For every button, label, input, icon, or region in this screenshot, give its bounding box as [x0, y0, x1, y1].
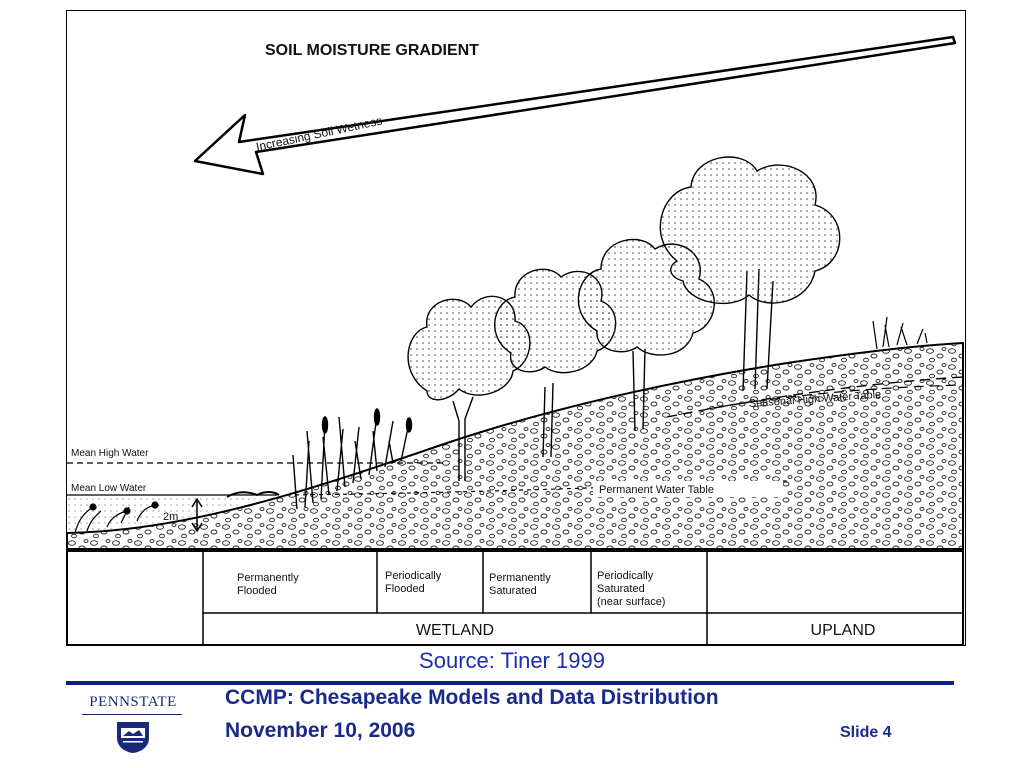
zone-periodically-saturated: Periodically Saturated (near surface) [597, 570, 665, 608]
logo-text: PENNSTATE [89, 694, 177, 710]
mean-low-water-label: Mean Low Water [71, 483, 147, 494]
soil-moisture-diagram: SOIL MOISTURE GRADIENT Increasing Soil W… [66, 10, 966, 646]
wetland-label: WETLAND [416, 622, 494, 639]
logo-divider [82, 714, 182, 715]
mean-high-water-label: Mean High Water [71, 448, 149, 459]
svg-text:(near surface): (near surface) [597, 596, 665, 608]
diagram-canvas: SOIL MOISTURE GRADIENT Increasing Soil W… [67, 35, 964, 645]
depth-label: 2m [163, 511, 178, 523]
footer-rule [66, 681, 954, 685]
figure-source: Source: Tiner 1999 [419, 648, 605, 673]
pennstate-logo: PENNSTATE [78, 688, 188, 758]
zone-permanently-saturated: Permanently Saturated [489, 572, 551, 597]
diagram-title: SOIL MOISTURE GRADIENT [265, 42, 479, 59]
svg-text:Flooded: Flooded [237, 585, 277, 597]
footer-title: CCMP: Chesapeake Models and Data Distrib… [225, 686, 719, 709]
upland-label: UPLAND [811, 622, 876, 639]
svg-text:Permanently: Permanently [489, 572, 551, 584]
wetness-gradient-arrow [193, 35, 957, 176]
permanent-water-table-label-bg [593, 481, 783, 497]
footer-date: November 10, 2006 [225, 719, 416, 742]
slide-number: Slide 4 [840, 724, 892, 741]
emergent-plants [292, 408, 413, 510]
zone-permanently-flooded: Permanently Flooded [237, 572, 299, 597]
permanent-water-table-line [286, 480, 788, 496]
svg-text:Periodically: Periodically [385, 570, 442, 582]
seasonal-high-water-table-line [666, 376, 964, 418]
upland-grass [872, 316, 928, 350]
permanent-water-table-label: Permanent Water Table [599, 484, 714, 496]
shield-icon [117, 722, 149, 753]
svg-text:Saturated: Saturated [489, 585, 537, 597]
svg-text:Permanently: Permanently [237, 572, 299, 584]
aquatic-plants [74, 491, 280, 534]
zone-table [67, 550, 964, 645]
depth-arrowheads [191, 497, 203, 533]
trees [407, 156, 841, 481]
soil-profile [67, 341, 964, 550]
svg-text:Flooded: Flooded [385, 583, 425, 595]
svg-text:Periodically: Periodically [597, 570, 654, 582]
zone-periodically-flooded: Periodically Flooded [385, 570, 442, 595]
seasonal-high-water-table-line-2 [706, 384, 964, 410]
svg-text:Saturated: Saturated [597, 583, 645, 595]
open-water [67, 495, 267, 533]
